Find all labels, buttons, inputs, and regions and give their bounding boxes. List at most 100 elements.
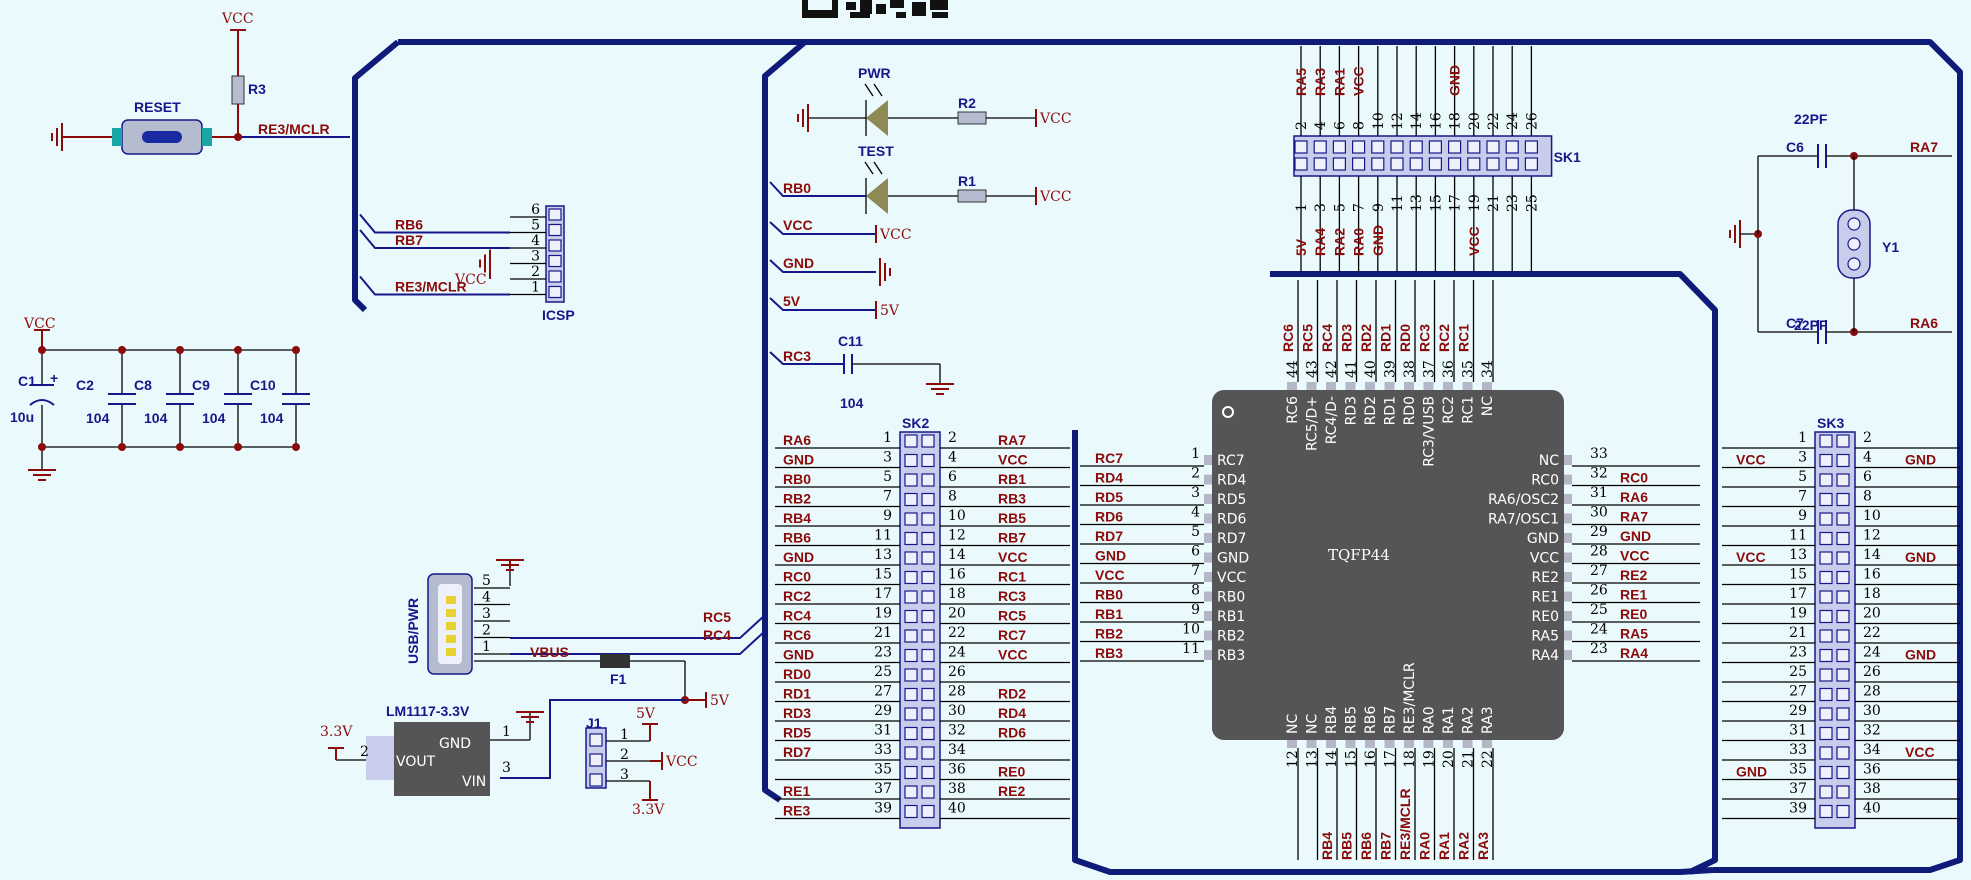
sk1-top-net: RA5 bbox=[1293, 68, 1309, 96]
regulator-tab bbox=[366, 736, 394, 780]
chip-pin-number: 25 bbox=[1590, 602, 1608, 618]
header-pin bbox=[921, 687, 935, 702]
header-pin bbox=[1819, 687, 1833, 702]
chip-pin bbox=[1482, 382, 1492, 390]
chip-pin bbox=[1564, 494, 1572, 504]
chip-pin-label: RA7/OSC1 bbox=[1488, 512, 1559, 528]
header-pin bbox=[1390, 140, 1404, 154]
header-pin bbox=[921, 707, 935, 721]
chip-pin bbox=[1345, 382, 1356, 390]
chip-pin-number: 12 bbox=[1285, 750, 1301, 768]
chip-pin bbox=[1204, 494, 1212, 504]
sk3-pin-number: 11 bbox=[1789, 528, 1807, 544]
header-pin bbox=[1313, 157, 1327, 171]
sk1-pin-number: 5 bbox=[1332, 203, 1348, 212]
rc3-net: RC3 bbox=[783, 348, 811, 364]
chip-pin bbox=[1564, 572, 1572, 582]
reset-pad bbox=[202, 128, 212, 146]
sk1-bottom-net: 5V bbox=[1293, 238, 1309, 256]
chip-left-net: RB0 bbox=[1095, 587, 1123, 603]
c1-label: C1 bbox=[18, 373, 36, 389]
chip-pin bbox=[1462, 382, 1473, 390]
sk2-right-net: RD6 bbox=[998, 725, 1026, 741]
chip-pin-number: 4 bbox=[1191, 505, 1200, 521]
chip-pin-number: 9 bbox=[1191, 602, 1200, 618]
sk2-left-net: RB0 bbox=[783, 471, 811, 487]
header-pin bbox=[921, 746, 935, 760]
header-pin bbox=[1836, 629, 1850, 643]
sk2-pin-number: 32 bbox=[948, 723, 966, 739]
chip-pin-number: 2 bbox=[1191, 466, 1200, 482]
led-pwr bbox=[864, 83, 888, 136]
chip-pin-number: 34 bbox=[1480, 360, 1496, 378]
chip-top-net: RD2 bbox=[1358, 324, 1374, 352]
chip-pin-number: 19 bbox=[1422, 750, 1438, 768]
led-ray bbox=[873, 83, 883, 97]
sk2-right-net: VCC bbox=[998, 452, 1028, 468]
chip-pin-label: RC6 bbox=[1285, 396, 1301, 424]
chip-top-net: RC2 bbox=[1436, 324, 1452, 352]
sk3-pin-number: 9 bbox=[1798, 508, 1807, 524]
chip-pin bbox=[1287, 382, 1297, 390]
logo-mark bbox=[802, 0, 948, 18]
chip-pin-number: 11 bbox=[1182, 641, 1200, 657]
header-pin bbox=[1390, 157, 1404, 171]
header-pin bbox=[1351, 157, 1366, 171]
sk3-right-net: VCC bbox=[1905, 744, 1935, 760]
sk3-pin-number: 4 bbox=[1863, 450, 1872, 466]
header-pin bbox=[921, 473, 935, 487]
bus-tap-wire bbox=[769, 297, 876, 311]
usb-label: USB/PWR bbox=[405, 598, 421, 664]
header-pin bbox=[1836, 746, 1850, 760]
header-pin bbox=[904, 492, 918, 507]
header-pin bbox=[1819, 804, 1833, 819]
regulator-vout: VOUT bbox=[396, 754, 436, 770]
header-pin bbox=[904, 551, 918, 565]
chip-pin-number: 36 bbox=[1441, 360, 1457, 378]
header-pin bbox=[904, 648, 918, 663]
header-pin bbox=[921, 785, 935, 799]
chip-left-net: GND bbox=[1095, 548, 1126, 564]
xtal-cap-value: 22PF bbox=[1794, 317, 1828, 333]
chip-pin bbox=[1204, 630, 1212, 641]
sk2-pin-number: 12 bbox=[948, 528, 966, 544]
chip-pin-label: RD4 bbox=[1217, 473, 1247, 489]
cap-value: 104 bbox=[202, 410, 226, 426]
header-pin bbox=[1819, 668, 1833, 682]
sk3-pin-number: 32 bbox=[1863, 723, 1881, 739]
chip-pin-label: RE3/MCLR bbox=[1402, 662, 1418, 734]
junction-dot bbox=[234, 443, 242, 451]
sk3-pin-number: 31 bbox=[1789, 723, 1807, 739]
bus-tap-wire bbox=[769, 221, 876, 235]
chip-pin bbox=[1564, 552, 1572, 563]
chip-pin bbox=[1204, 591, 1212, 602]
header-pin bbox=[904, 434, 918, 448]
sk1-pin-number: 12 bbox=[1390, 112, 1406, 130]
icsp-net-wire bbox=[359, 213, 510, 234]
sk2-left-net: RA6 bbox=[783, 432, 811, 448]
chip-bottom-net: RE3/MCLR bbox=[1397, 788, 1413, 860]
cap-label: C10 bbox=[250, 377, 276, 393]
chip-pin-number: 20 bbox=[1441, 750, 1457, 768]
sk2-left-net: RB4 bbox=[783, 510, 811, 526]
chip-pins: RC71RC7RD42RD4RD53RD5RD64RD6RD75RD7GND6G… bbox=[1080, 280, 1700, 860]
chip-top-net: RC6 bbox=[1280, 324, 1296, 352]
crystal-pin bbox=[1847, 257, 1861, 271]
chip-pin-label: NC bbox=[1305, 714, 1321, 734]
chip-pin-label: RD3 bbox=[1344, 396, 1360, 425]
chip-left-net: RD4 bbox=[1095, 470, 1123, 486]
led-ray bbox=[864, 161, 874, 175]
reset-net: RE3/MCLR bbox=[258, 121, 330, 137]
chip-pin-label: RA2 bbox=[1461, 706, 1477, 734]
icsp-pin-number: 1 bbox=[531, 280, 540, 296]
chip-pin-number: 17 bbox=[1383, 750, 1399, 768]
chip-pin-label: RE1 bbox=[1532, 590, 1559, 606]
usb-pin-number: 3 bbox=[482, 606, 491, 622]
junction-dot bbox=[292, 346, 300, 354]
chip-pin bbox=[1204, 572, 1212, 582]
sk3-pin-number: 39 bbox=[1789, 801, 1807, 817]
fuse-label: F1 bbox=[610, 671, 627, 687]
usb-pin-number: 2 bbox=[482, 623, 491, 639]
header-pin bbox=[1505, 157, 1519, 171]
sk2-pin-number: 13 bbox=[874, 547, 892, 563]
